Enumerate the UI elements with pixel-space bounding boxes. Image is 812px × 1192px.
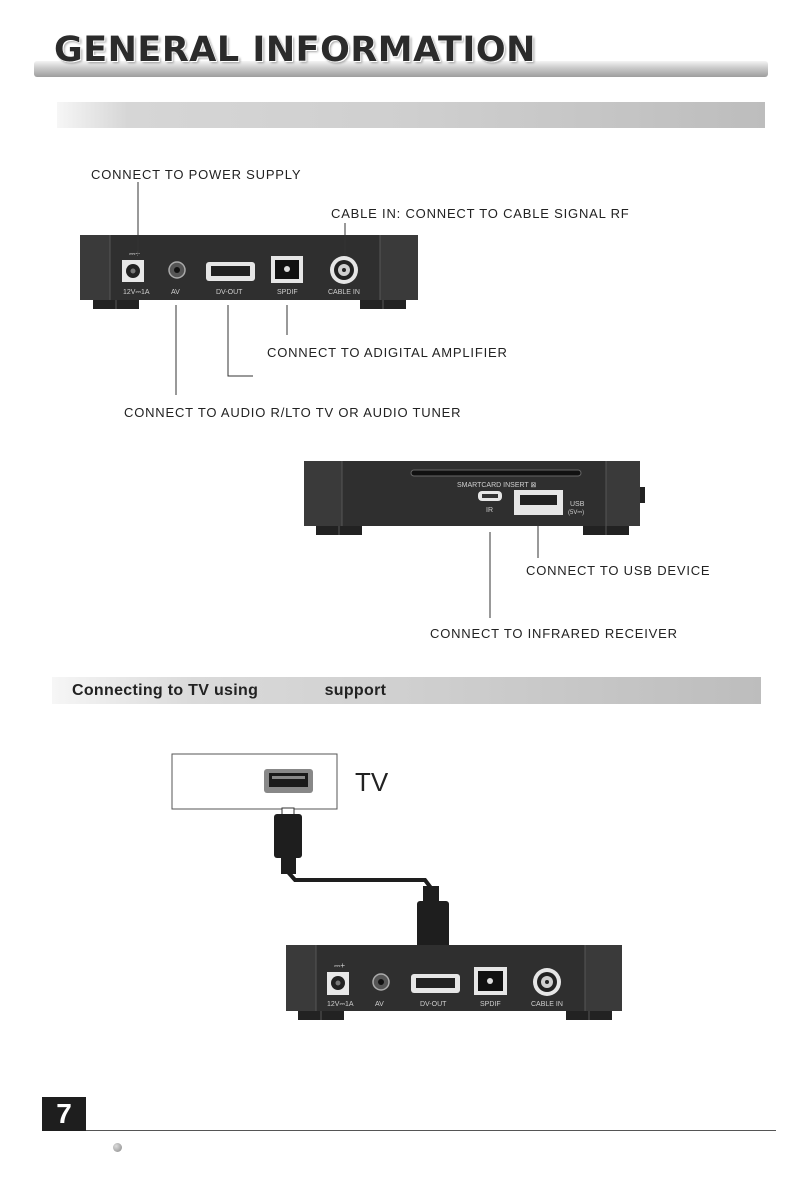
header-bar — [34, 61, 768, 77]
power-symbol-icon: ⎓+ — [129, 249, 140, 258]
bullet-icon — [113, 1143, 122, 1152]
port-label-av: AV — [171, 289, 180, 296]
label-usb-device: CONNECT TO USB DEVICE — [526, 563, 711, 578]
usb-label: USB — [570, 501, 585, 508]
device-rear-port-labels-2: 12V⎓1A AV DV-OUT SPDIF CABLE IN — [327, 1001, 563, 1008]
port-label-cable-in-2: CABLE IN — [531, 1001, 563, 1008]
port-label-av-2: AV — [375, 1001, 384, 1008]
device-rear-panel-2: ⎓+ — [286, 945, 622, 1020]
label-digital-amplifier: CONNECT TO ADIGITAL AMPLIFIER — [267, 345, 508, 360]
hdmi-cable — [274, 807, 449, 957]
port-label-cable-in: CABLE IN — [328, 289, 360, 296]
smartcard-label: SMARTCARD INSERT ⊠ — [457, 482, 537, 489]
port-label-dv-out: DV-OUT — [216, 289, 243, 296]
usb-spec-label: (5V⎓) — [568, 510, 584, 516]
leader-lines-1 — [137, 182, 346, 395]
label-cable-in: CABLE IN: CONNECT TO CABLE SIGNAL RF — [331, 206, 630, 221]
ir-label: IR — [486, 507, 493, 514]
port-label-power-2: 12V⎓1A — [327, 1001, 354, 1008]
section-bar-2 — [52, 677, 761, 704]
leader-lines-2 — [489, 522, 539, 618]
device-rear-panel: ⎓+ — [80, 235, 418, 309]
port-label-power: 12V⎓1A — [123, 289, 150, 296]
page-number: 7 — [56, 1098, 72, 1129]
label-power-supply: CONNECT TO POWER SUPPLY — [91, 167, 302, 182]
device-rear-port-labels: 12V⎓1A AV DV-OUT SPDIF CABLE IN — [123, 289, 360, 296]
device-front-panel — [304, 461, 645, 535]
power-symbol-icon-2: ⎓+ — [334, 961, 345, 970]
port-label-spdif-2: SPDIF — [480, 1001, 501, 1008]
footer-line — [86, 1130, 776, 1131]
section-bar — [57, 102, 765, 128]
label-infrared-receiver: CONNECT TO INFRARED RECEIVER — [430, 626, 678, 641]
section-title-tv: Connecting to TV using support — [72, 682, 387, 699]
device-front-panel-labels: SMARTCARD INSERT ⊠ IR USB (5V⎓) — [457, 482, 585, 516]
label-audio-tuner: CONNECT TO AUDIO R/LTO TV OR AUDIO TUNER — [124, 405, 462, 420]
port-label-spdif: SPDIF — [277, 289, 298, 296]
page-title: GENERAL INFORMATION — [54, 30, 536, 70]
port-label-dv-out-2: DV-OUT — [420, 1001, 447, 1008]
tv-label: TV — [355, 767, 389, 797]
page-number-box — [42, 1097, 86, 1131]
tv-box — [171, 753, 338, 810]
